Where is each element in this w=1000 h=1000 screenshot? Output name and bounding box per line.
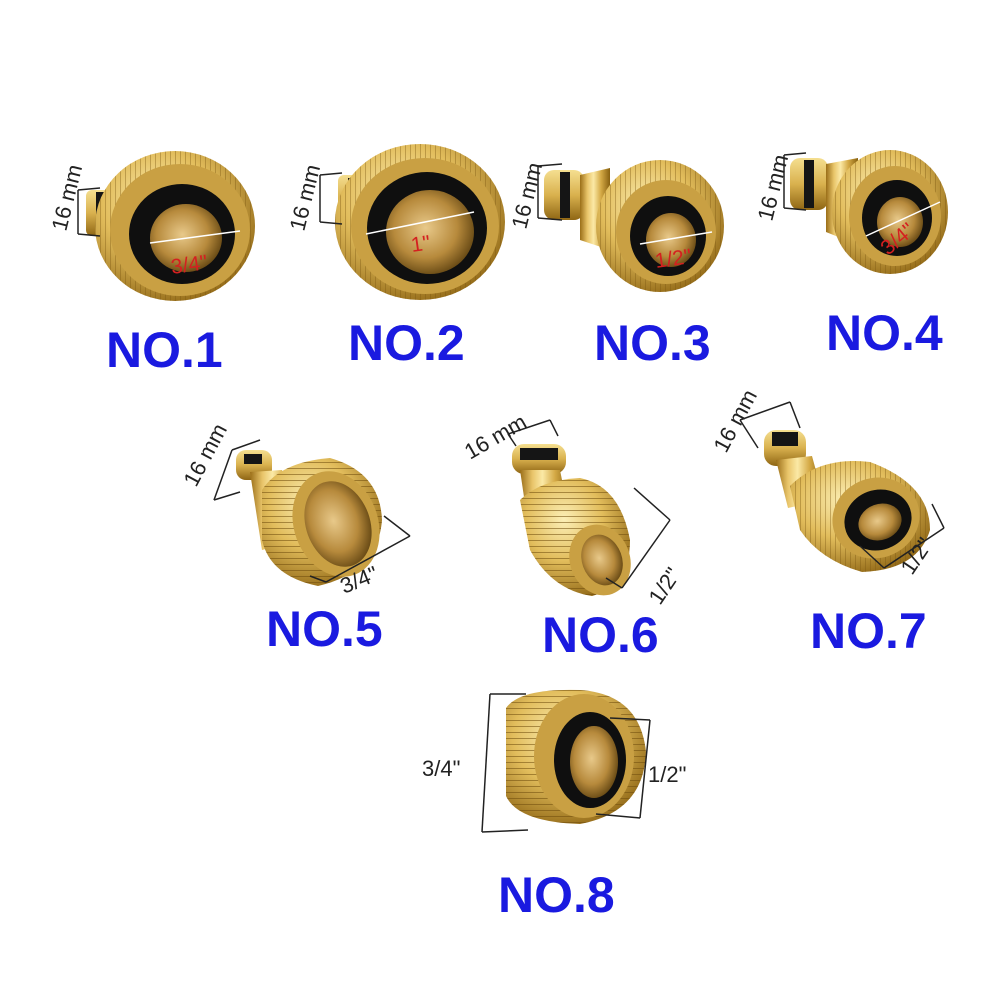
label-no-6: NO.6 [542,607,659,663]
fitting-6-thread-dimension: 1/2" [643,563,685,609]
label-no-4: NO.4 [826,305,943,361]
fitting-7: 16 mm 1/2" [708,385,945,579]
fitting-7-stem-dimension: 16 mm [708,385,762,456]
label-no-2: NO.2 [348,315,465,371]
fitting-1: 16 mm 3/4" [47,151,255,301]
fitting-5: 16 mm 3/4" [178,419,411,599]
fitting-1-stem-dimension: 16 mm [47,162,88,233]
fitting-6: 16 mm 1/2" [460,409,686,609]
fitting-2: 16 mm 1" [285,144,505,300]
fitting-1-thread-dimension: 3/4" [169,251,209,279]
fitting-5-stem-dimension: 16 mm [178,419,232,490]
label-no-8: NO.8 [498,867,615,923]
label-no-7: NO.7 [810,603,927,659]
fitting-3: 16 mm 1/2" [507,160,724,292]
label-no-3: NO.3 [594,315,711,371]
label-no-1: NO.1 [106,322,223,378]
fitting-3-thread-dimension: 1/2" [653,245,693,273]
fitting-8-inner-dimension: 1/2" [648,762,686,787]
fitting-3-stem-dimension: 16 mm [507,160,548,231]
fitting-4: 16 mm 3/4" [753,150,948,274]
fitting-4-stem-dimension: 16 mm [753,152,794,223]
label-no-5: NO.5 [266,601,383,657]
fitting-8: 3/4" 1/2" [422,689,686,833]
fitting-2-stem-dimension: 16 mm [285,162,326,233]
fitting-2-thread-dimension: 1" [409,232,431,257]
fitting-8-outer-dimension: 3/4" [422,756,460,781]
